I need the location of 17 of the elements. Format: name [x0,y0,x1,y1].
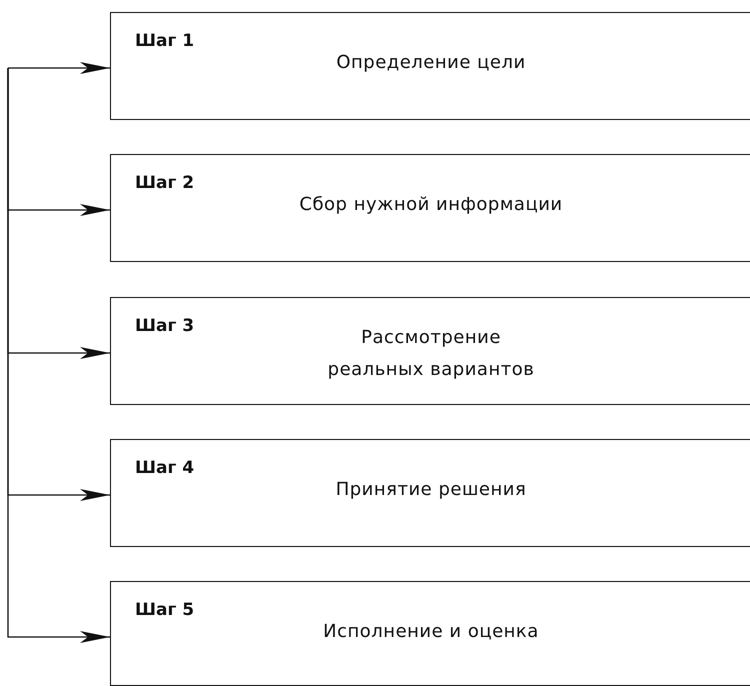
step-title: Принятие решения [334,478,528,502]
step-title: Исполнение и оценка [322,620,540,644]
step-title: Сбор нужной информации [298,193,564,217]
arrow [7,68,110,643]
step-title: Рассмотрение реальных вариантов [326,326,536,382]
step-box [110,297,750,405]
step-number: Шаг 4 [135,458,194,478]
step-box [110,12,750,120]
step-number: Шаг 1 [135,31,194,51]
step-number: Шаг 2 [135,173,194,193]
step-box [110,581,750,686]
step-number: Шаг 3 [135,316,194,336]
step-title: Определение цели [335,51,527,75]
arrow [7,62,110,74]
step-box [110,439,750,547]
step-number: Шаг 5 [135,600,194,620]
step-box [110,154,750,262]
